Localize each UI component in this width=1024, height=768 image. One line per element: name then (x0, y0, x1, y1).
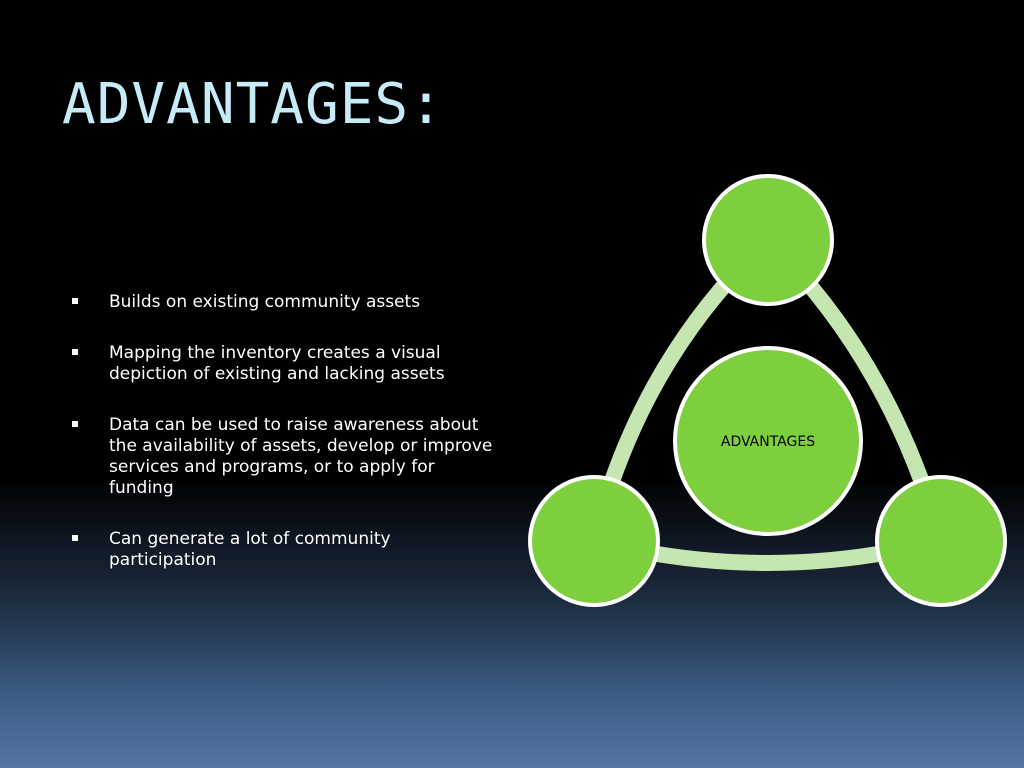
center-label: ADVANTAGES (721, 434, 815, 450)
bullet-item: Data can be used to raise awareness abou… (70, 415, 500, 499)
square-bullet-icon (72, 421, 78, 427)
square-bullet-icon (72, 535, 78, 541)
square-bullet-icon (72, 298, 78, 304)
cycle-node-bottom-left (528, 475, 660, 607)
cycle-node-top (702, 174, 834, 306)
bullet-text: Builds on existing community assets (109, 292, 421, 312)
bullet-text: Can generate a lot of community particip… (109, 529, 391, 570)
slide-title: ADVANTAGES: (62, 72, 444, 137)
bullet-list: Builds on existing community assets Mapp… (70, 292, 500, 601)
cycle-center-node (673, 346, 863, 536)
cycle-node-bottom-right (875, 475, 1007, 607)
cycle-ring (586, 234, 949, 571)
bullet-item: Mapping the inventory creates a visual d… (70, 343, 500, 385)
square-bullet-icon (72, 349, 78, 355)
bullet-text: Mapping the inventory creates a visual d… (109, 343, 445, 384)
bullet-item: Builds on existing community assets (70, 292, 500, 313)
bullet-item: Can generate a lot of community particip… (70, 529, 500, 571)
bullet-text: Data can be used to raise awareness abou… (109, 415, 493, 498)
